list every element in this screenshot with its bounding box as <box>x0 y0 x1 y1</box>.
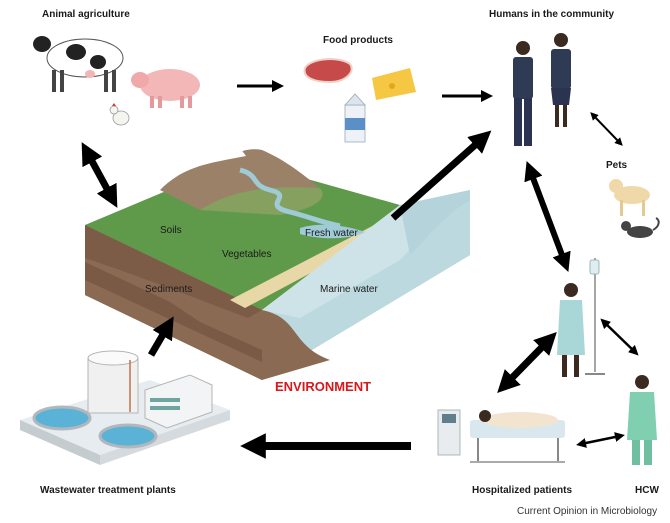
arrow-humans-patients <box>524 161 571 272</box>
journal-credit: Current Opinion in Microbiology <box>517 506 658 517</box>
label-wastewater: Wastewater treatment plants <box>40 485 176 496</box>
label-soils: Soils <box>160 225 182 236</box>
label-marine-water: Marine water <box>320 284 378 295</box>
hospital-bed-icon <box>437 409 565 463</box>
meat-icon <box>303 58 353 84</box>
cheese-icon <box>372 68 416 100</box>
label-fresh-water: Fresh water <box>305 228 358 239</box>
arrow-environment-to-humans <box>390 130 492 221</box>
arrow-bed-hcw <box>576 432 625 448</box>
dog-icon <box>609 179 650 216</box>
label-hospitalized-patients: Hospitalized patients <box>472 485 573 496</box>
healthcare-worker-icon <box>627 375 657 465</box>
wastewater-plant-icon <box>20 350 230 465</box>
environment-title: ENVIRONMENT <box>275 379 372 394</box>
label-humans-community: Humans in the community <box>489 9 615 20</box>
milk-carton-icon <box>344 93 366 143</box>
man-icon <box>513 41 533 146</box>
cow-icon <box>33 36 124 92</box>
arrow-patient-hcw <box>600 318 639 356</box>
arrows <box>81 80 639 459</box>
label-hcw: HCW <box>635 485 659 496</box>
cat-icon <box>621 217 660 238</box>
label-sediments: Sediments <box>145 284 193 295</box>
label-pets: Pets <box>606 160 628 171</box>
pig-icon <box>131 69 200 108</box>
arrow-wastewater-to-environment <box>147 316 174 357</box>
arrow-humans-pets <box>590 112 623 146</box>
label-animal-agriculture: Animal agriculture <box>42 9 130 20</box>
patient-standing-icon <box>557 258 605 377</box>
label-food-products: Food products <box>323 35 393 46</box>
chicken-icon <box>109 103 130 126</box>
label-vegetables: Vegetables <box>222 249 272 260</box>
arrow-patients-bed <box>497 331 557 394</box>
woman-icon <box>551 33 571 127</box>
arrow-agriculture-environment <box>81 142 118 208</box>
environment-landscape <box>85 148 470 380</box>
